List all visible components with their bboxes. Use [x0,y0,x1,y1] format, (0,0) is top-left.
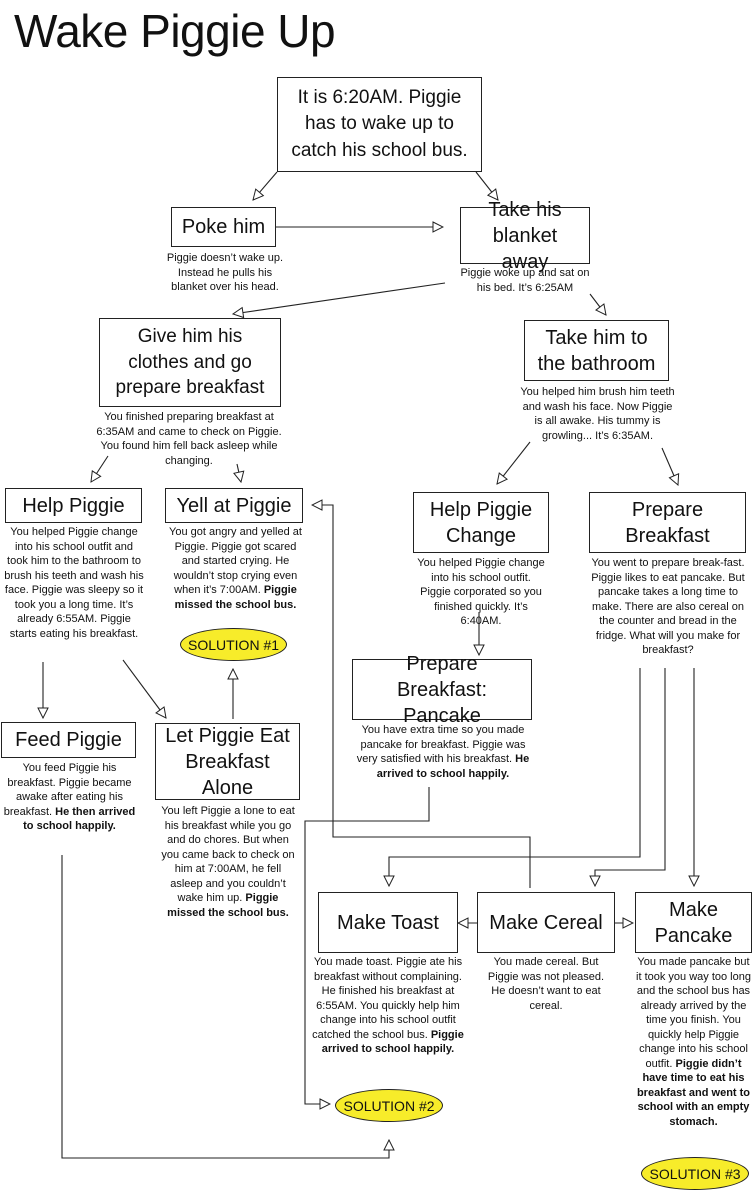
pancake-breakfast-note-result: He arrived to school happily. [376,753,530,780]
arrow-prepare-cereal [595,668,666,886]
pancake-breakfast-note-text: You have extra time so you made pancake … [356,724,526,766]
solution-1-badge: SOLUTION #1 [180,628,287,661]
bathroom-box: Take him to the bathroom [524,320,669,381]
solution-2-badge: SOLUTION #2 [335,1089,443,1122]
make-toast-note-text: You made toast. Piggie ate his breakfast… [312,956,463,1041]
help-piggie-note: You helped Piggie change into his school… [4,526,144,640]
yell-note: You got angry and yelled at Piggie. Pigg… [164,525,307,612]
arrow-clothes-yell [237,463,241,482]
let-eat-note: You left Piggie a lone to eat his breakf… [158,804,298,920]
arrow-bathroom-change [497,441,531,484]
make-cereal-note: You made cereal. But Piggie was not plea… [487,956,605,1012]
arrow-bathroom-prepare [661,447,678,485]
take-blanket-box: Take his blanket away [460,199,590,273]
make-pancake-note: You made pancake but it took you way too… [636,955,751,1129]
help-piggie-box: Help Piggie [5,488,142,523]
make-toast-note: You made toast. Piggie ate his breakfast… [312,955,464,1057]
page-title: Wake Piggie Up [14,5,336,57]
prepare-breakfast-note: You went to prepare break-fast. Piggie l… [591,557,745,657]
give-clothes-note: You finished preparing breakfast at 6:35… [96,411,282,467]
let-eat-note-text: You left Piggie a lone to eat his breakf… [161,805,295,905]
prepare-breakfast-box: Prepare Breakfast [589,492,746,553]
let-eat-box: Let Piggie Eat Breakfast Alone [155,723,300,800]
yell-note-result: Piggie missed the school bus. [174,584,297,611]
bathroom-note: You helped him brush him teeth and wash … [520,386,675,442]
arrow-clothes-help [91,455,109,482]
feed-piggie-box: Feed Piggie [1,722,136,758]
let-eat-note-result: Piggie missed the school bus. [167,892,289,919]
help-change-note: You helped Piggie change into his school… [417,557,545,628]
yell-box: Yell at Piggie [165,488,303,523]
arrow-start-poke [253,171,278,200]
arrow-blanket-clothes [233,282,446,314]
arrow-blanket-bathroom [589,293,606,315]
arrow-start-blanket [475,171,498,200]
feed-piggie-note-result: He then arrived to school happily. [23,805,136,833]
pancake-breakfast-box: Prepare Breakfast: Pancake [352,653,532,727]
take-blanket-note: Piggie woke up and sat on his bed. It’s … [460,267,590,294]
make-cereal-box: Make Cereal [477,892,615,953]
arrow-prepare-toast [389,668,641,886]
solution-3-badge: SOLUTION #3 [641,1157,749,1190]
pancake-breakfast-note: You have extra time so you made pancake … [352,723,534,781]
arrow-cereal-yell [312,505,531,888]
make-pancake-note-text: You made pancake but it took you way too… [636,956,751,1070]
poke-him-note: Piggie doesn’t wake up. Instead he pulls… [166,252,284,294]
give-clothes-box: Give him his clothes and go prepare brea… [99,318,281,407]
make-toast-box: Make Toast [318,892,458,953]
yell-note-text: You got angry and yelled at Piggie. Pigg… [169,526,302,597]
make-pancake-box: Make Pancake [635,892,752,953]
make-toast-note-result: Piggie arrived to school happily. [321,1028,464,1056]
arrow-feed-sol2 [61,855,389,1159]
arrow-help-leteat [122,659,166,718]
make-pancake-note-result: Piggie didn’t have time to eat his break… [636,1057,751,1128]
poke-him-box: Poke him [171,207,276,247]
feed-piggie-note: You feed Piggie his breakfast. Piggie be… [2,761,137,834]
start-box: It is 6:20AM. Piggie has to wake up to c… [277,77,482,172]
help-change-box: Help Piggie Change [413,492,549,553]
feed-piggie-note-text: You feed Piggie his breakfast. Piggie be… [3,762,132,818]
arrow-pancake-sol2 [304,787,430,1104]
